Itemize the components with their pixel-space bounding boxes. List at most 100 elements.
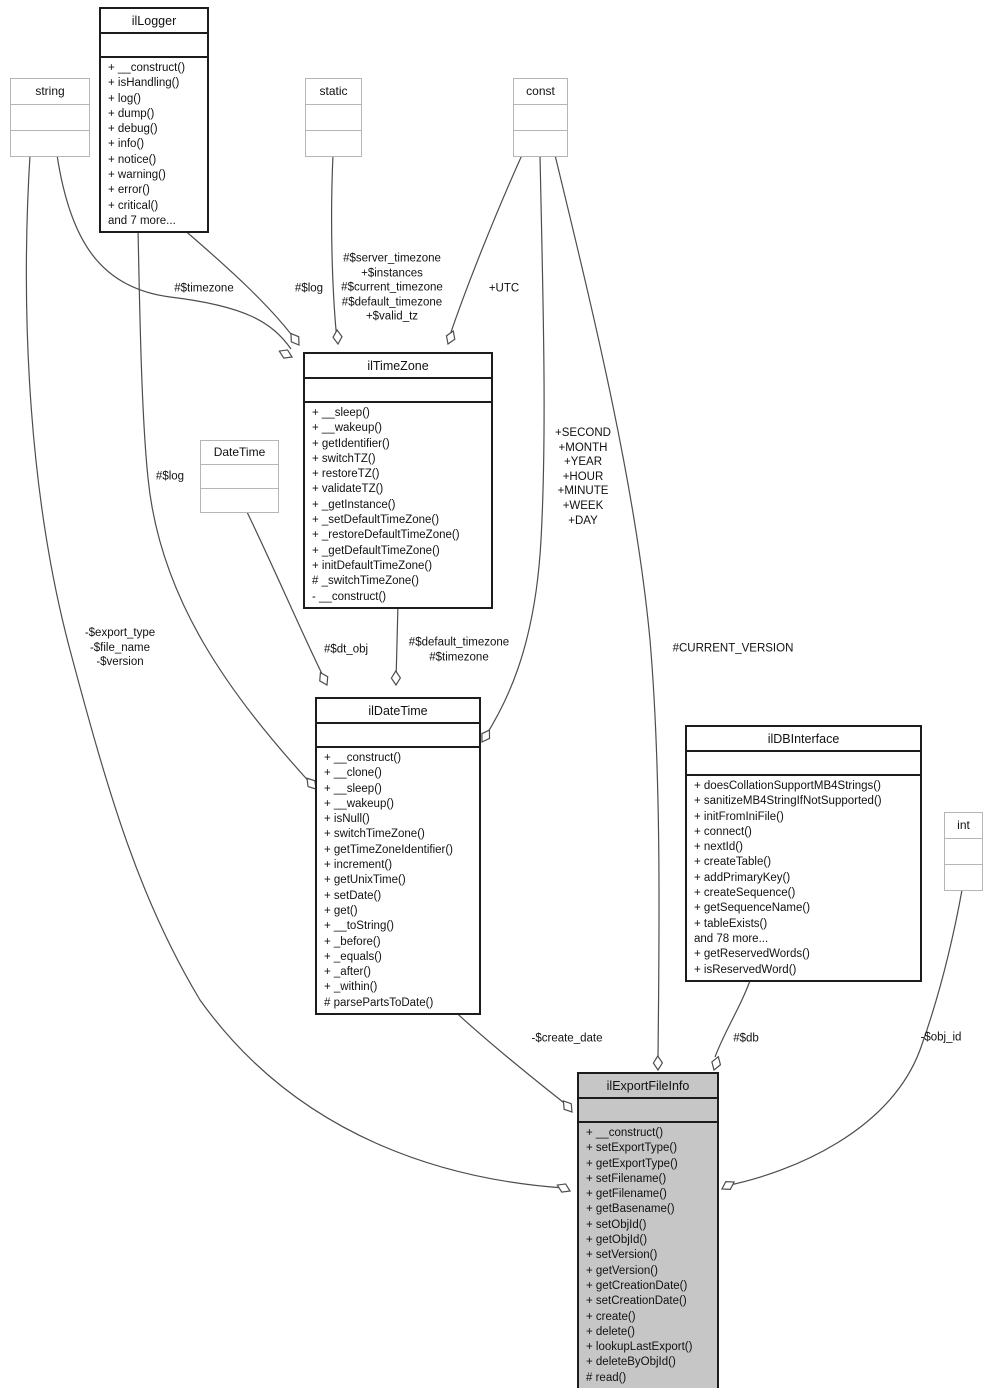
methods-compartment: + doesCollationSupportMB4Strings()+ sani… xyxy=(687,776,920,980)
edge-int-ilexportfileinfo xyxy=(724,889,963,1187)
method-item: + critical() xyxy=(108,199,159,212)
type-node-const[interactable]: const xyxy=(513,78,568,157)
method-item: + __construct() xyxy=(108,62,186,74)
aggregation-diamond xyxy=(481,729,491,743)
method-item: + __wakeup() xyxy=(312,422,382,435)
attributes-compartment xyxy=(945,839,982,865)
type-node-datetime[interactable]: DateTime xyxy=(200,440,279,513)
method-item: + info() xyxy=(108,138,145,151)
method-item: + isReservedWord() xyxy=(694,963,797,976)
aggregation-diamond xyxy=(390,669,402,687)
edge-label-export-attrs: -$export_type -$file_name -$version xyxy=(84,627,156,669)
method-item: + warning() xyxy=(108,169,166,182)
method-item: + error() xyxy=(108,184,150,197)
class-title: ilDateTime xyxy=(317,699,479,724)
method-item: + switchTZ() xyxy=(312,452,376,465)
aggregation-diamond xyxy=(278,349,294,359)
aggregation-diamond xyxy=(445,329,456,346)
edge-label-db: #$db xyxy=(733,1032,759,1045)
class-node-ildbinterface[interactable]: ilDBInterface + doesCollationSupportMB4S… xyxy=(685,725,922,982)
aggregation-diamond xyxy=(562,1100,573,1113)
edge-label-datetime-consts: +SECOND +MONTH +YEAR +HOUR +MINUTE +WEEK… xyxy=(555,426,611,527)
method-item: + getReservedWords() xyxy=(694,948,810,961)
edge-const-ildatetime xyxy=(484,154,545,738)
edge-iltimezone-ildatetime xyxy=(395,602,399,683)
method-item: + isNull() xyxy=(324,813,370,826)
edge-label-log-left: #$log xyxy=(155,470,185,483)
method-item: + __toString() xyxy=(324,920,394,933)
attributes-compartment xyxy=(11,105,89,131)
methods-compartment: + __construct() + isHandling() + log() + du… xyxy=(101,58,207,231)
type-title: static xyxy=(306,79,361,105)
method-item: + restoreTZ() xyxy=(312,468,380,481)
aggregation-diamond xyxy=(319,671,329,686)
method-item: + isHandling() xyxy=(108,77,180,90)
class-node-ilexportfileinfo[interactable]: ilExportFileInfo + __construct()+ setExp… xyxy=(577,1072,719,1388)
edge-ildbinterface-ilexportfileinfo xyxy=(714,974,753,1058)
method-item: + getBasename() xyxy=(586,1203,675,1216)
method-item: + _getDefaultTimeZone() xyxy=(312,544,440,557)
method-item: + doesCollationSupportMB4Strings() xyxy=(694,780,881,792)
method-item: + __clone() xyxy=(324,767,382,780)
method-item: + delete() xyxy=(586,1325,635,1338)
method-item: + nextId() xyxy=(694,841,743,854)
edge-datetime-ildatetime xyxy=(246,511,326,681)
edge-illogger-ildatetime xyxy=(137,227,314,787)
method-item: + getTimeZoneIdentifier() xyxy=(324,843,454,856)
method-item: + validateTZ() xyxy=(312,483,384,496)
edge-label-create-date: -$create_date xyxy=(531,1032,603,1045)
class-node-illogger[interactable]: ilLogger + __construct()+ isHandling()+ … xyxy=(99,7,209,234)
method-item: + getExportType() xyxy=(586,1157,678,1170)
attributes-compartment xyxy=(201,465,278,489)
aggregation-diamond xyxy=(721,1180,736,1191)
method-item: + setCreationDate() xyxy=(586,1295,687,1308)
type-node-int[interactable]: int xyxy=(944,812,983,891)
type-node-static[interactable]: static xyxy=(305,78,362,157)
method-item: + get() xyxy=(324,904,358,917)
method-item: + deleteByObjId() xyxy=(586,1356,676,1369)
type-node-string[interactable]: string xyxy=(10,78,90,157)
method-item: + tableExists() xyxy=(694,917,768,930)
method-item: + debug() xyxy=(108,123,158,136)
method-item: + log() xyxy=(108,92,141,105)
type-title: int xyxy=(945,813,982,839)
method-item: + _within() xyxy=(324,981,378,994)
edge-label-obj-id: -$obj_id xyxy=(920,1031,962,1044)
method-item: + initFromIniFile() xyxy=(694,810,784,823)
method-item: + increment() xyxy=(324,859,393,872)
edge-label-utc: +UTC xyxy=(488,282,520,295)
method-item: + createSequence() xyxy=(694,887,796,900)
method-item: + initDefaultTimeZone() xyxy=(312,559,433,572)
method-item: + getCreationDate() xyxy=(586,1279,688,1292)
edge-label-dt-obj: #$dt_obj xyxy=(323,643,369,656)
methods-compartment: + __construct()+ setExportType()+ getExp… xyxy=(579,1123,717,1388)
method-item: + create() xyxy=(586,1310,636,1323)
methods-compartment xyxy=(11,131,89,156)
edge-label-log-top: #$log xyxy=(294,282,324,295)
class-title: ilExportFileInfo xyxy=(579,1074,717,1099)
method-item: + _setDefaultTimeZone() xyxy=(312,514,440,527)
methods-compartment: + __sleep() + __wakeup() + getIdentifier()… xyxy=(305,403,491,607)
edge-const-ilexportfileinfo xyxy=(554,154,660,1059)
edge-string-iltimezone xyxy=(56,154,292,350)
edge-const-iltimezone xyxy=(447,154,523,342)
method-item: + getIdentifier() xyxy=(312,437,390,450)
method-item: + __construct() xyxy=(586,1127,664,1139)
methods-compartment xyxy=(306,131,361,156)
method-item: and 78 more... xyxy=(694,932,769,945)
method-item: + _restoreDefaultTimeZone() xyxy=(312,529,460,542)
method-item: + switchTimeZone() xyxy=(324,828,425,841)
methods-compartment xyxy=(514,131,567,156)
class-node-iltimezone[interactable]: ilTimeZone + __sleep()+ __wakeup()+ getI… xyxy=(303,352,493,609)
method-item: + __sleep() xyxy=(324,782,382,795)
attributes-compartment xyxy=(317,724,479,748)
method-item: + dump() xyxy=(108,107,155,120)
aggregation-diamond xyxy=(652,1054,664,1072)
method-item: + __sleep() xyxy=(312,407,370,419)
methods-compartment xyxy=(201,489,278,512)
edge-label-static-attrs: #$server_timezone +$instances #$current_… xyxy=(341,252,443,323)
class-node-ildatetime[interactable]: ilDateTime + __construct()+ __clone()+ _… xyxy=(315,697,481,1016)
method-item: # parsePartsToDate() xyxy=(324,996,434,1009)
